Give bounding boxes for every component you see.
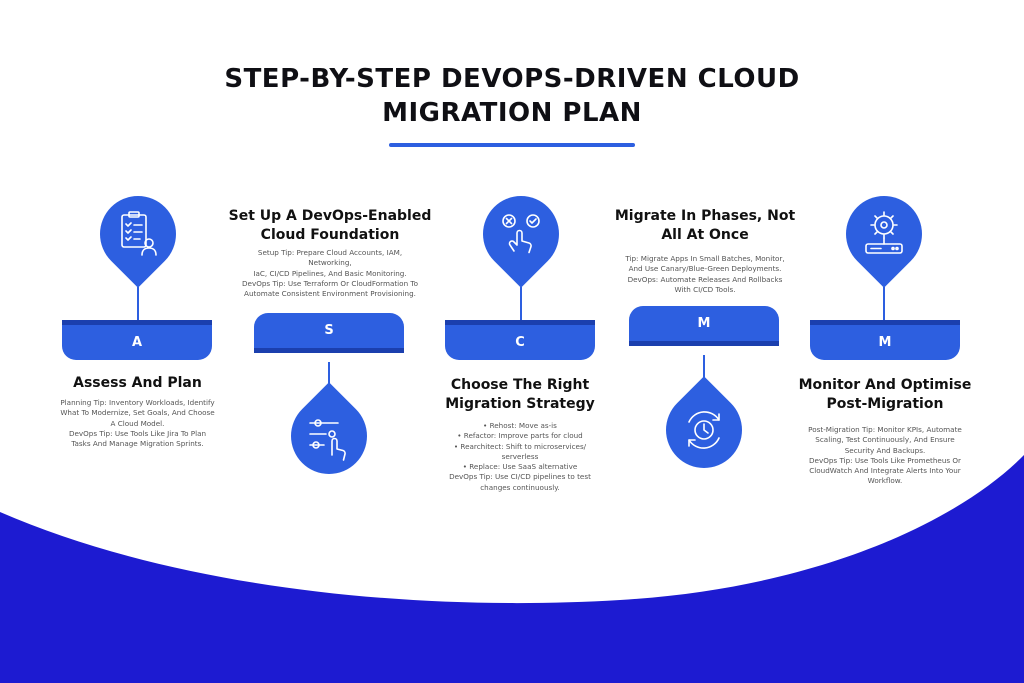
step-m1-desc-line: With CI/CD Tools. (674, 284, 736, 294)
step-c-badge: C (445, 320, 595, 360)
step-m1-desc-line: DevOps: Automate Releases And Rollbacks (627, 274, 783, 284)
step-c-description: • Rehost: Move as-is • Refactor: Improve… (420, 421, 620, 493)
step-c-desc-line: changes continuously. (480, 482, 560, 492)
step-s-desc-line: Setup Tip: Prepare Cloud Accounts, IAM, (257, 248, 403, 257)
page-title: STEP-BY-STEP DEVOPS-DRIVEN CLOUD MIGRATI… (0, 62, 1024, 130)
step-m2-badge: M (810, 320, 960, 360)
step-m2-title-line: Post-Migration (826, 396, 944, 412)
step-a-desc-line: DevOps Tip: Use Tools Like Jira To Plan (68, 428, 207, 438)
step-m2-letter: M (878, 335, 892, 350)
step-c-desc-line: • Refactor: Improve parts for cloud (457, 431, 583, 441)
step-m2-title-line: Monitor And Optimise (798, 377, 972, 393)
step-c-title-line: Choose The Right (450, 377, 590, 393)
checklist-user-icon (121, 211, 157, 256)
step-a-desc-line: What To Modernize, Set Goals, And Choose (60, 408, 215, 418)
step-a-title-line: Assess And Plan (73, 375, 202, 391)
step-s-description: Setup Tip: Prepare Cloud Accounts, IAM, … (225, 248, 435, 299)
gear-server-icon (865, 211, 903, 254)
step-c-desc-line: • Rearchitect: Shift to microservices/ (453, 441, 587, 451)
step-s-title: Set Up A DevOps-Enabled Cloud Foundation (215, 207, 445, 245)
step-m2-desc-line: DevOps Tip: Use Tools Like Prometheus Or (808, 455, 962, 465)
step-s-letter: S (324, 323, 334, 338)
step-m2-title: Monitor And Optimise Post-Migration (775, 376, 995, 414)
step-c-title: Choose The Right Migration Strategy (415, 376, 625, 414)
step-s-desc-line: DevOps Tip: Use Terraform Or CloudFormat… (242, 278, 418, 288)
title-underline (389, 143, 635, 147)
step-c-letter: C (515, 335, 525, 350)
step-s-desc-line: Automate Consistent Environment Provisio… (244, 289, 416, 299)
step-s-badge: S (254, 313, 404, 353)
step-m1-letter: M (697, 316, 711, 331)
step-a-title: Assess And Plan (30, 374, 245, 393)
step-c-desc-line: • Replace: Use SaaS alternative (462, 462, 578, 472)
choice-hand-icon (502, 214, 540, 254)
step-c-connector (520, 287, 522, 320)
step-a-description: Planning Tip: Inventory Workloads, Ident… (40, 398, 235, 449)
step-c-desc-line: serverless (501, 451, 539, 461)
page-title-line2: MIGRATION PLAN (382, 98, 642, 128)
step-a-desc-line: A Cloud Model. (110, 418, 165, 428)
step-m1-desc-line: And Use Canary/Blue-Green Deployments. (628, 264, 782, 274)
step-a-connector (137, 287, 139, 320)
step-m2-connector (883, 287, 885, 320)
step-a-letter: A (131, 335, 143, 350)
step-m1-desc-line: Tip: Migrate Apps In Small Batches, Moni… (625, 254, 785, 263)
step-a-desc-line: Planning Tip: Inventory Workloads, Ident… (60, 398, 215, 407)
step-m1-title-line: Migrate In Phases, Not (614, 208, 796, 224)
step-m2-description: Post-Migration Tip: Monitor KPIs, Automa… (780, 425, 990, 487)
step-c-title-line: Migration Strategy (445, 396, 595, 412)
step-s-title-line: Cloud Foundation (260, 227, 400, 243)
step-m2-desc-line: Workflow. (867, 476, 903, 486)
step-c-desc-line: • Rehost: Move as-is (483, 421, 557, 430)
step-m2-desc-line: Security And Backups. (844, 445, 926, 455)
page-title-line1: STEP-BY-STEP DEVOPS-DRIVEN CLOUD (224, 64, 800, 94)
step-s-desc-line: IaC, CI/CD Pipelines, And Basic Monitori… (253, 268, 407, 278)
step-a-desc-line: Tasks And Manage Migration Sprints. (71, 439, 204, 449)
step-m2-desc-line: CloudWatch And Integrate Alerts Into You… (809, 466, 961, 476)
step-m1-badge: M (629, 306, 779, 346)
step-s-connector (328, 362, 330, 392)
step-s-desc-line: Networking, (308, 258, 352, 268)
step-m1-title-line: All At Once (661, 227, 749, 243)
step-m2-desc-line: Post-Migration Tip: Monitor KPIs, Automa… (808, 425, 962, 434)
step-m1-title: Migrate In Phases, Not All At Once (595, 207, 815, 245)
step-s-title-line: Set Up A DevOps-Enabled (228, 208, 432, 224)
step-m1-description: Tip: Migrate Apps In Small Batches, Moni… (600, 254, 810, 295)
step-m2-desc-line: Scaling, Test Continuously, And Ensure (815, 435, 955, 445)
step-c-desc-line: DevOps Tip: Use CI/CD pipelines to test (449, 472, 591, 482)
step-m1-connector (703, 355, 705, 385)
step-a-badge: A (62, 320, 212, 360)
settings-sliders-hand-icon (309, 419, 346, 461)
clock-cycle-icon (688, 411, 720, 449)
